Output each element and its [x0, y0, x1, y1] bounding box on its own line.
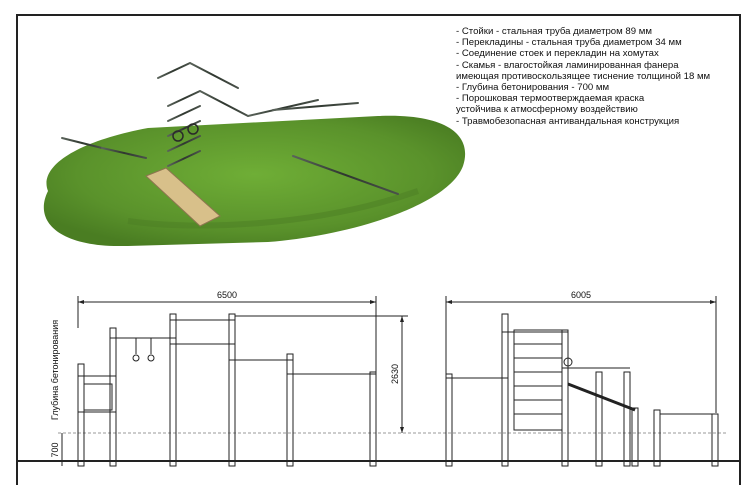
- bar: [167, 135, 201, 152]
- spec-line: - Скамья - влагостойкая ламинированная ф…: [456, 59, 679, 71]
- gym-ring: [172, 130, 184, 142]
- post: [228, 313, 236, 467]
- spec-line: - Порошковая термоотверждаемая краска: [456, 93, 645, 105]
- bar: [292, 155, 399, 195]
- depth-caption: Глубина бетонирования: [50, 320, 60, 420]
- bench: [567, 382, 636, 412]
- ladder: [513, 329, 563, 431]
- bar: [101, 147, 147, 159]
- post: [501, 313, 509, 467]
- bar: [167, 90, 201, 107]
- bar: [272, 102, 359, 111]
- post: [109, 327, 117, 467]
- ring: [147, 354, 155, 362]
- post: [77, 363, 85, 467]
- bar: [247, 99, 319, 117]
- side-width-label: 6005: [571, 290, 591, 300]
- arrowhead: [400, 316, 404, 322]
- grass-shadow: [127, 188, 419, 229]
- spec-line: - Травмобезопасная антивандальная констр…: [456, 115, 680, 127]
- post: [623, 371, 631, 467]
- arrowhead: [710, 300, 716, 304]
- post: [286, 353, 294, 467]
- spec-line: имеющая противоскользящее тиснение толщи…: [456, 70, 711, 82]
- depth-value-label: 700: [50, 442, 60, 457]
- spec-line: - Перекладины - стальная труба диаметром…: [456, 37, 682, 49]
- ring: [132, 354, 140, 362]
- bar: [167, 105, 201, 122]
- arrowhead: [400, 427, 404, 433]
- post: [369, 371, 377, 467]
- post: [561, 329, 569, 467]
- post: [169, 313, 177, 467]
- arrowhead: [78, 300, 84, 304]
- spec-line: - Соединение стоек и перекладин на хомут…: [456, 48, 659, 60]
- height-label: 2630: [390, 364, 400, 384]
- spec-line: - Стойки - стальная труба диаметром 89 м…: [456, 26, 652, 37]
- arrowhead: [370, 300, 376, 304]
- post: [631, 407, 639, 467]
- bar: [167, 150, 201, 167]
- bar: [199, 90, 249, 117]
- incline-bench: [145, 167, 221, 227]
- ring: [563, 357, 573, 367]
- spec-line: - Глубина бетонирования - 700 мм: [456, 82, 610, 94]
- panel: [83, 383, 113, 411]
- frame-bottom-strip: [16, 461, 741, 485]
- bar: [157, 62, 191, 79]
- specifications-list: - Стойки - стальная труба диаметром 89 м…: [456, 26, 746, 127]
- post: [595, 371, 603, 467]
- post: [445, 373, 453, 467]
- bar: [189, 62, 239, 89]
- front-width-label: 6500: [217, 290, 237, 300]
- post: [653, 409, 661, 467]
- post: [711, 413, 719, 467]
- gym-ring: [187, 123, 199, 135]
- complex-render: [43, 59, 466, 246]
- arrowhead: [446, 300, 452, 304]
- spec-line: устойчива к атмосферному воздействию: [456, 104, 638, 116]
- technical-drawings: 6500 6005 2630 700 Глубина бетонирования: [50, 290, 728, 467]
- bar: [61, 137, 103, 149]
